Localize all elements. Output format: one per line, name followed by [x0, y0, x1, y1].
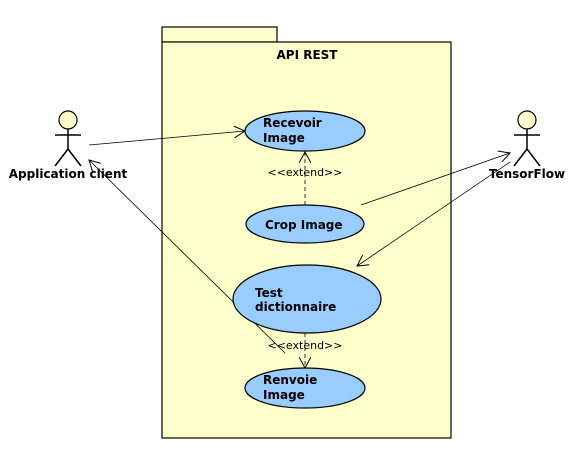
use-case-label-line1: Recevoir [263, 116, 322, 130]
use-case-ellipse [244, 367, 366, 409]
use-case-test-dictionnaire: Test dictionnaire [232, 264, 382, 334]
association-crop-tensorflow [360, 153, 510, 206]
use-case-ellipse [244, 110, 366, 152]
actor-application-client: Application client [9, 110, 128, 181]
use-case-label-line2: Image [263, 131, 305, 145]
actor-leg-left [513, 148, 528, 167]
actor-leg-right [67, 148, 82, 167]
use-case-label-line1: Test [255, 286, 283, 300]
extend-label-2: <<extend>> [268, 339, 343, 352]
use-case-crop-image: Crop Image [245, 204, 365, 244]
association-tensorflow-test [357, 161, 511, 266]
actor-label: TensorFlow [489, 167, 565, 181]
actor-leg-right [526, 148, 541, 167]
use-case-recevoir-image: Recevoir Image [244, 110, 366, 152]
actor-head [58, 110, 78, 130]
extend-label-1: <<extend>> [268, 166, 343, 179]
use-case-ellipse [245, 204, 365, 244]
use-case-label-line2: Image [263, 388, 305, 402]
package-title: API REST [277, 48, 339, 62]
use-case-label-line2: dictionnaire [255, 300, 336, 314]
actor-leg-left [54, 148, 69, 167]
use-case-label: Crop Image [265, 218, 343, 232]
use-case-renvoie-image: Renvoie Image [244, 367, 366, 409]
actor-label: Application client [9, 167, 128, 181]
use-case-ellipse [232, 264, 382, 334]
package-tab [161, 26, 278, 43]
association-client-recevoir [88, 131, 245, 146]
actor-tensorflow: TensorFlow [489, 110, 565, 181]
use-case-label-line1: Renvoie [263, 373, 317, 387]
actor-head [517, 110, 537, 130]
